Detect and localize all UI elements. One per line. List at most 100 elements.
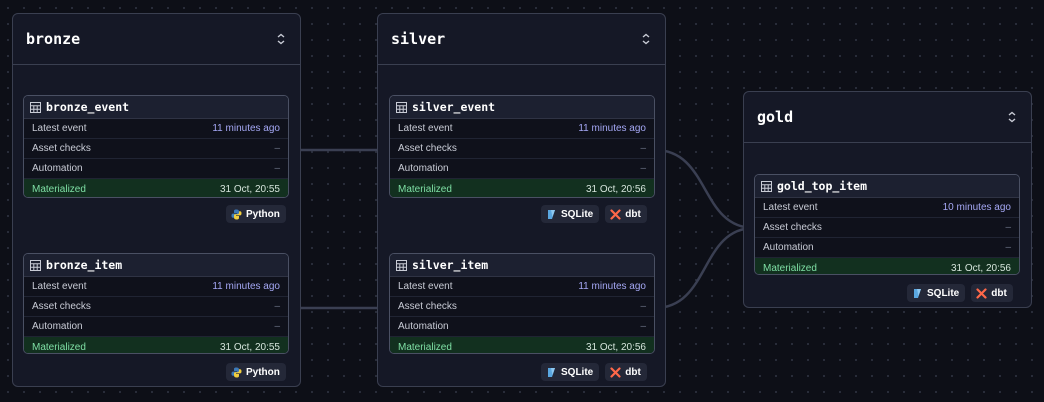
tag-label: Python	[246, 208, 280, 220]
asset-name: gold_top_item	[777, 179, 868, 193]
materialized-label: Materialized	[32, 341, 86, 353]
automation-row: Automation –	[755, 238, 1019, 258]
table-icon	[396, 259, 407, 271]
collapse-toggle-icon[interactable]	[641, 32, 651, 46]
row-label: Automation	[32, 321, 83, 332]
kind-tag-sqlite[interactable]: SQLite	[907, 284, 966, 302]
row-value: –	[274, 163, 280, 174]
automation-row: Automation –	[390, 317, 654, 337]
row-label: Automation	[763, 242, 814, 253]
group-header: silver	[378, 14, 665, 65]
tag-label: Python	[246, 366, 280, 378]
row-label: Latest event	[763, 202, 818, 213]
materialized-timestamp[interactable]: 31 Oct, 20:56	[585, 183, 646, 195]
materialized-label: Materialized	[398, 341, 452, 353]
tag-label: SQLite	[927, 287, 960, 299]
edge-silver-event-to-gold-top-item	[654, 148, 755, 230]
materialized-label: Materialized	[763, 262, 817, 274]
asset-node-gold-top-item[interactable]: gold_top_item Latest event 10 minutes ago…	[754, 174, 1020, 275]
materialized-row: Materialized 31 Oct, 20:56	[390, 337, 654, 353]
kind-tag-sqlite[interactable]: SQLite	[541, 205, 600, 223]
row-label: Latest event	[398, 123, 453, 134]
asset-header: silver_item	[390, 254, 654, 277]
automation-row: Automation –	[24, 317, 288, 337]
sqlite-icon	[548, 367, 555, 377]
asset-name: bronze_item	[46, 258, 123, 272]
row-value: –	[640, 321, 646, 332]
latest-event-row: Latest event 11 minutes ago	[390, 119, 654, 139]
asset-name: silver_event	[412, 100, 496, 114]
group-header: bronze	[13, 14, 300, 65]
materialized-row: Materialized 31 Oct, 20:55	[24, 179, 288, 197]
asset-checks-row: Asset checks –	[24, 297, 288, 317]
latest-event-value[interactable]: 11 minutes ago	[212, 123, 280, 134]
latest-event-value[interactable]: 11 minutes ago	[578, 123, 646, 134]
dbt-icon	[610, 208, 621, 220]
materialized-label: Materialized	[398, 183, 452, 195]
latest-event-value[interactable]: 11 minutes ago	[212, 281, 280, 292]
materialized-timestamp[interactable]: 31 Oct, 20:56	[950, 262, 1011, 274]
group-title: bronze	[26, 30, 81, 48]
row-value: –	[1005, 242, 1011, 253]
tag-label: SQLite	[561, 208, 594, 220]
table-icon	[761, 180, 772, 192]
row-value: –	[640, 143, 646, 154]
asset-checks-row: Asset checks –	[390, 139, 654, 159]
tag-label: dbt	[625, 208, 641, 220]
row-label: Latest event	[32, 281, 87, 292]
group-title: gold	[757, 108, 794, 126]
asset-tags: SQLite dbt	[541, 205, 647, 223]
kind-tag-dbt[interactable]: dbt	[605, 363, 647, 381]
materialized-row: Materialized 31 Oct, 20:55	[24, 337, 288, 353]
row-value: –	[274, 143, 280, 154]
edge-silver-item-to-gold-top-item	[654, 226, 755, 310]
automation-row: Automation –	[24, 159, 288, 179]
row-label: Automation	[32, 163, 83, 174]
asset-checks-row: Asset checks–	[24, 139, 288, 159]
row-label: Asset checks	[32, 301, 91, 312]
kind-tag-python[interactable]: Python	[226, 363, 286, 381]
collapse-toggle-icon[interactable]	[276, 32, 286, 46]
sqlite-icon	[548, 209, 555, 219]
materialized-timestamp[interactable]: 31 Oct, 20:55	[219, 341, 280, 353]
row-value: –	[640, 163, 646, 174]
asset-tags: Python	[226, 363, 286, 381]
latest-event-row: Latest event 11 minutes ago	[390, 277, 654, 297]
kind-tag-sqlite[interactable]: SQLite	[541, 363, 600, 381]
asset-tags: Python	[226, 205, 286, 223]
kind-tag-dbt[interactable]: dbt	[605, 205, 647, 223]
latest-event-value[interactable]: 10 minutes ago	[942, 202, 1011, 213]
materialized-timestamp[interactable]: 31 Oct, 20:56	[585, 341, 646, 353]
row-label: Asset checks	[763, 222, 822, 233]
asset-node-silver-item[interactable]: silver_item Latest event 11 minutes ago A…	[389, 253, 655, 354]
latest-event-row: Latest event 10 minutes ago	[755, 198, 1019, 218]
kind-tag-dbt[interactable]: dbt	[971, 284, 1013, 302]
materialized-timestamp[interactable]: 31 Oct, 20:55	[219, 183, 280, 195]
row-value: –	[274, 301, 280, 312]
tag-label: dbt	[625, 366, 641, 378]
asset-tags: SQLite dbt	[907, 284, 1013, 302]
asset-header: silver_event	[390, 96, 654, 119]
row-label: Automation	[398, 321, 449, 332]
table-icon	[30, 101, 41, 113]
materialized-label: Materialized	[32, 183, 86, 195]
asset-checks-row: Asset checks–	[390, 297, 654, 317]
row-value: –	[274, 321, 280, 332]
latest-event-row: Latest event 11 minutes ago	[24, 277, 288, 297]
row-value: –	[1005, 222, 1011, 233]
asset-checks-row: Asset checks –	[755, 218, 1019, 238]
asset-header: bronze_event	[24, 96, 288, 119]
asset-node-bronze-item[interactable]: bronze_item Latest event 11 minutes ago A…	[23, 253, 289, 354]
dbt-icon	[976, 287, 987, 299]
collapse-toggle-icon[interactable]	[1007, 110, 1017, 124]
table-icon	[30, 259, 41, 271]
row-value: –	[640, 301, 646, 312]
row-label: Latest event	[32, 123, 87, 134]
python-icon	[231, 367, 242, 377]
row-label: Latest event	[398, 281, 453, 292]
row-label: Asset checks	[398, 143, 457, 154]
kind-tag-python[interactable]: Python	[226, 205, 286, 223]
latest-event-value[interactable]: 11 minutes ago	[578, 281, 646, 292]
